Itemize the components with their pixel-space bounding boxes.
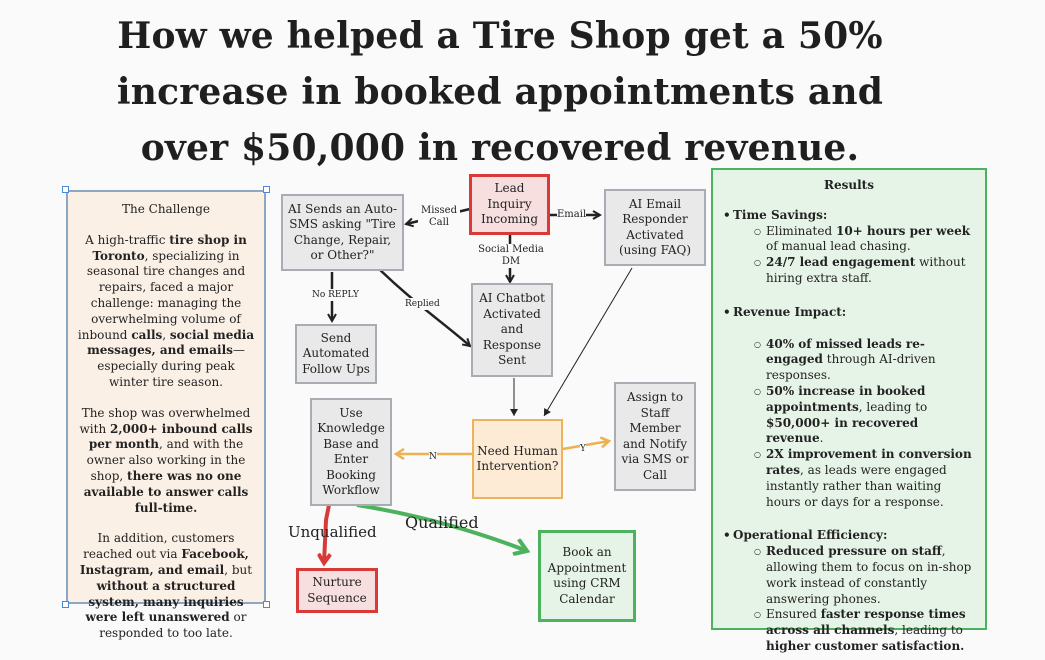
- results-item: 2X improvement in conversion rates, as l…: [723, 447, 975, 510]
- label-qualified: Qualified: [405, 513, 479, 532]
- label-missed-call: Missed Call: [418, 205, 460, 229]
- challenge-paragraph-1: A high-traffic tire shop in Toronto, spe…: [77, 232, 255, 389]
- label-y: Y: [580, 443, 586, 455]
- results-section: Revenue Impact: 40% of missed leads re-en…: [723, 305, 975, 511]
- arrow-knowledge-to-nurture: [324, 504, 329, 563]
- results-sections: Time Savings:Eliminated 10+ hours per we…: [723, 208, 975, 655]
- resize-handle-bottom-left[interactable]: [62, 601, 69, 608]
- results-section: Operational Efficiency:Reduced pressure …: [723, 528, 975, 654]
- title-line-3: over $50,000 in recovered revenue.: [140, 127, 860, 169]
- results-panel[interactable]: Results Time Savings:Eliminated 10+ hour…: [711, 168, 987, 653]
- results-item: Ensured faster response times across all…: [723, 607, 975, 654]
- resize-handle-top-right[interactable]: [263, 186, 270, 193]
- results-item: 40% of missed leads re-engaged through A…: [723, 337, 975, 384]
- label-n: N: [429, 451, 437, 463]
- arrow-email-to-human: [543, 267, 633, 417]
- arrow-knowledge-to-book: [356, 503, 527, 551]
- arrow-human-to-assign: [562, 441, 609, 451]
- title-line-1: How we helped a Tire Shop get a 50%: [117, 15, 883, 57]
- challenge-paragraph-2: The shop was overwhelmed with 2,000+ inb…: [79, 405, 253, 515]
- node-ai-email[interactable]: AI Email Responder Activated (using FAQ): [604, 189, 706, 266]
- label-email: Email: [557, 209, 587, 221]
- challenge-paragraph-3: In addition, customers reached out via F…: [79, 531, 253, 641]
- node-auto-sms[interactable]: AI Sends an Auto-SMS asking "Tire Change…: [281, 194, 404, 271]
- label-social-media: Social Media DM: [478, 244, 544, 268]
- node-book-appointment[interactable]: Book an Appointment using CRM Calendar: [538, 530, 636, 622]
- node-human-intervention[interactable]: Need Human Intervention?: [472, 419, 563, 499]
- title-line-2: increase in booked appointments and: [116, 71, 884, 113]
- node-ai-chatbot[interactable]: AI Chatbot Activated and Response Sent: [471, 283, 553, 377]
- node-follow-ups[interactable]: Send Automated Follow Ups: [295, 324, 377, 384]
- label-no-reply: No REPLY: [312, 289, 359, 301]
- label-unqualified: Unqualified: [288, 523, 377, 541]
- challenge-panel[interactable]: The Challenge A high-traffic tire shop i…: [66, 190, 266, 640]
- results-item: 24/7 lead engagement without hiring extr…: [723, 255, 975, 287]
- results-heading: Results: [824, 178, 874, 192]
- results-section-title: Revenue Impact:: [723, 305, 975, 321]
- challenge-heading: The Challenge: [121, 202, 210, 216]
- resize-handle-bottom-right[interactable]: [263, 601, 270, 608]
- label-replied: Replied: [405, 298, 440, 310]
- results-item: 50% increase in booked appointments, lea…: [723, 384, 975, 447]
- results-item: Eliminated 10+ hours per week of manual …: [723, 224, 975, 256]
- node-knowledge-base[interactable]: Use Knowledge Base and Enter Booking Wor…: [310, 398, 392, 506]
- results-section-title: Operational Efficiency:: [723, 528, 975, 544]
- node-assign-staff[interactable]: Assign to Staff Member and Notify via SM…: [614, 382, 696, 491]
- page-title: How we helped a Tire Shop get a 50% incr…: [0, 8, 1000, 176]
- resize-handle-top-left[interactable]: [62, 186, 69, 193]
- node-nurture-sequence[interactable]: Nurture Sequence: [296, 568, 378, 613]
- results-section-title: Time Savings:: [723, 208, 975, 224]
- results-item: Reduced pressure on staff, allowing them…: [723, 544, 975, 607]
- node-lead-inquiry[interactable]: Lead Inquiry Incoming: [469, 174, 550, 235]
- results-section: Time Savings:Eliminated 10+ hours per we…: [723, 208, 975, 287]
